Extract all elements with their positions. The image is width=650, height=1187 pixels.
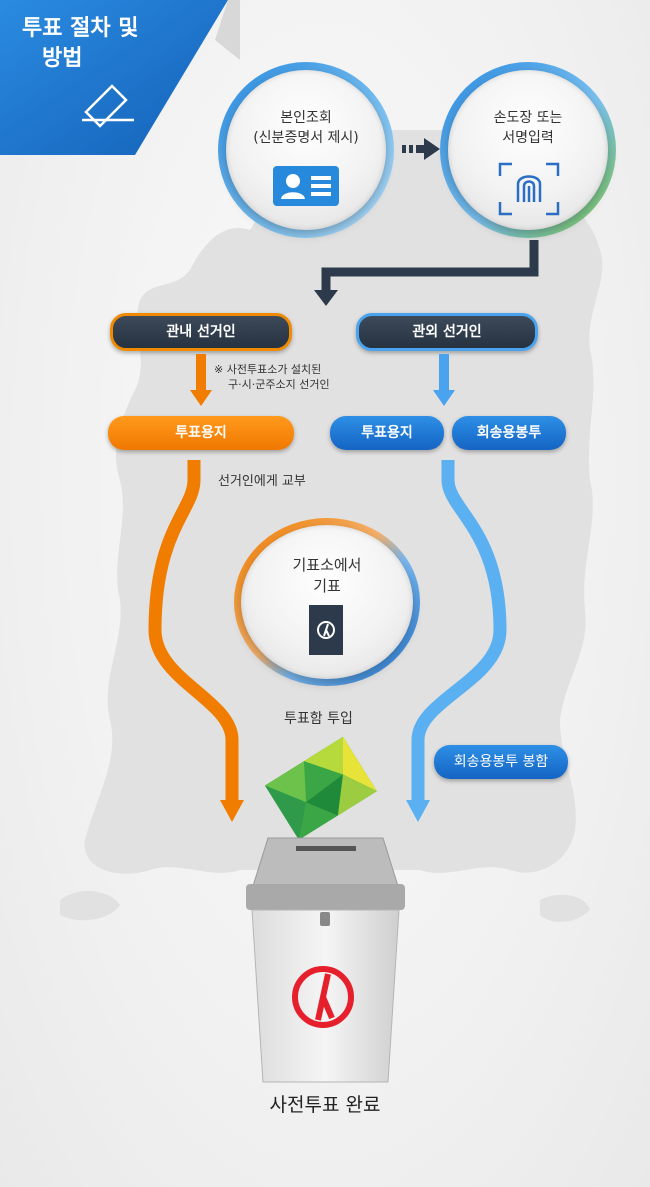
page-title: 투표 절차 및 방법 [22, 14, 139, 74]
seal-pill: 회송용봉투 봉함 [434, 745, 568, 779]
in-ballot-pill: 투표용지 [108, 416, 294, 450]
flow-lines [148, 460, 507, 822]
out-ballot-pill: 투표용지 [330, 416, 444, 450]
orange-down-arrow [190, 354, 212, 406]
fingerprint-icon [498, 162, 560, 216]
connector-arrow [314, 240, 539, 306]
title-banner [0, 0, 240, 155]
step2-line2: 서명입력 [502, 130, 554, 146]
booth-line1: 기표소에서 [292, 556, 362, 574]
ballot-stamp-icon [309, 605, 343, 655]
note-line2: 구·시·군주소지 선거인 [228, 378, 330, 391]
handout-label: 선거인에게 교부 [218, 474, 306, 489]
page-title-line2: 방법 [42, 46, 83, 71]
step2-circle: 손도장 또는 서명입력 [448, 70, 608, 230]
page-title-line1: 투표 절차 및 [22, 16, 139, 41]
id-card-icon [273, 166, 339, 206]
booth-circle: 기표소에서 기표 [241, 525, 413, 679]
complete-label: 사전투표 완료 [269, 1094, 381, 1116]
insert-label: 투표함 투입 [284, 711, 353, 727]
in-district-pill: 관내 선거인 [110, 313, 292, 351]
step1-line1: 본인조회 [280, 110, 332, 126]
step1-circle: 본인조회 (신분증명서 제시) [226, 70, 386, 230]
ballot-box [246, 837, 405, 1083]
step2-line1: 손도장 또는 [493, 110, 563, 126]
booth-line2: 기표 [313, 577, 341, 595]
step1-line2: (신분증명서 제시) [253, 130, 359, 146]
vote-stamp-icon [292, 966, 354, 1028]
blue-down-arrow [433, 354, 455, 406]
ballot-paper-icon [264, 736, 377, 840]
out-envelope-pill: 회송용봉투 [452, 416, 566, 450]
note-text: ※ 사전투표소가 설치된 구·시·군주소지 선거인 [214, 362, 330, 392]
out-district-pill: 관외 선거인 [356, 313, 538, 351]
note-line1: ※ 사전투표소가 설치된 [214, 363, 322, 376]
arrow-right-icon [402, 138, 440, 160]
